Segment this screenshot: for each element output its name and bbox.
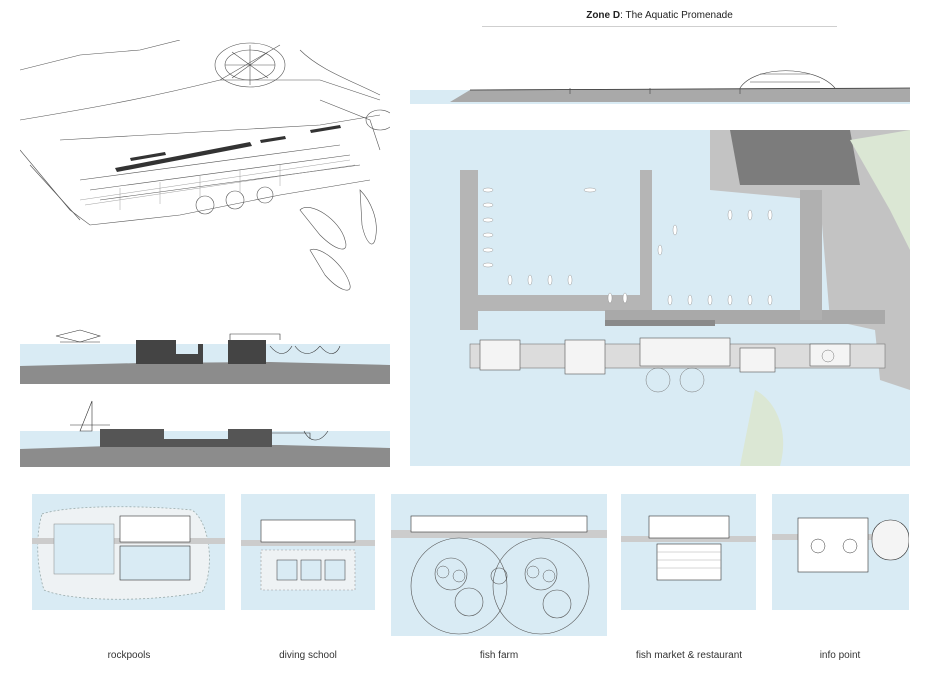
- section-drawing-2: [20, 400, 390, 467]
- caption-info-point: info point: [819, 650, 861, 661]
- detail-plan-fish-market: [621, 494, 756, 610]
- detail-plan-info-point: [772, 494, 909, 610]
- site-plan: [410, 130, 910, 466]
- detail-plan-fish-farm: [391, 494, 607, 636]
- sheet-title: Zone D: The Aquatic Promenade: [482, 10, 837, 21]
- caption-fish-farm: fish farm: [479, 650, 519, 661]
- detail-plan-rockpools: [32, 494, 225, 610]
- elevation-drawing: [410, 70, 910, 104]
- section-drawing-1: [20, 329, 390, 384]
- caption-rockpools: rockpools: [107, 650, 151, 661]
- caption-diving-school: diving school: [279, 650, 337, 661]
- title-underline: [482, 26, 837, 27]
- axonometric-drawing: [20, 40, 390, 291]
- caption-fish-market: fish market & restaurant: [635, 650, 743, 661]
- detail-plan-diving-school: [241, 494, 375, 610]
- sheet-title-bold: Zone D: [586, 10, 621, 21]
- sheet-title-rest: : The Aquatic Promenade: [620, 10, 733, 21]
